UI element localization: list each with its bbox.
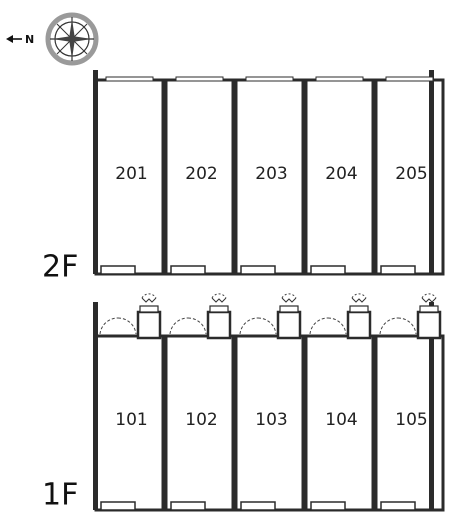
meter-arc: [351, 293, 367, 299]
balcony: [240, 501, 276, 511]
floor-label-1f: 1F: [42, 478, 78, 513]
unit-label-203: 203: [255, 164, 287, 184]
balcony: [240, 265, 276, 275]
unit-label-102: 102: [185, 410, 217, 430]
unit-label-201: 201: [115, 164, 147, 184]
balcony: [380, 501, 416, 511]
end-wall-right: [429, 70, 434, 274]
entry-box: [206, 310, 232, 340]
floor-2f-walls: [93, 70, 445, 276]
entry-box: [346, 310, 372, 340]
entry-box: [136, 310, 162, 340]
entry-step: [139, 305, 159, 313]
unit-label-103: 103: [255, 410, 287, 430]
entry-step: [279, 305, 299, 313]
window: [245, 76, 294, 82]
balcony: [170, 501, 206, 511]
meter-mark: [141, 297, 157, 303]
door-swing: [239, 317, 259, 335]
balcony: [170, 265, 206, 275]
balcony: [310, 265, 346, 275]
unit-label-205: 205: [395, 164, 427, 184]
entry-step: [419, 305, 439, 313]
floor-1f: 1F 101 102 103 104 105: [42, 293, 445, 513]
entry-box: [276, 310, 302, 340]
door-swing: [379, 317, 399, 335]
floor-label-2f: 2F: [42, 250, 78, 285]
meter-mark: [211, 297, 227, 303]
window: [105, 76, 154, 82]
window: [175, 76, 224, 82]
door-swing: [99, 317, 119, 335]
unit-label-202: 202: [185, 164, 217, 184]
door-swing: [187, 317, 207, 335]
window: [315, 76, 364, 82]
north-arrow-icon: [6, 35, 22, 43]
meter-arc: [421, 293, 437, 299]
balcony: [310, 501, 346, 511]
unit-label-204: 204: [325, 164, 357, 184]
meter-arc: [211, 293, 227, 299]
meter-arc: [141, 293, 157, 299]
end-wall-right: [429, 302, 434, 510]
floor-2f: 2F 201 202 203 204 205: [42, 70, 445, 285]
entry-step: [209, 305, 229, 313]
balcony: [100, 265, 136, 275]
entry-step: [349, 305, 369, 313]
door-swing: [397, 317, 417, 335]
window: [385, 76, 434, 82]
balcony: [380, 265, 416, 275]
unit-label-101: 101: [115, 410, 147, 430]
meter-mark: [351, 297, 367, 303]
unit-label-105: 105: [395, 410, 427, 430]
compass: N: [6, 12, 99, 66]
unit-label-104: 104: [325, 410, 357, 430]
meter-mark: [421, 297, 437, 303]
door-swing: [309, 317, 329, 335]
meter-arc: [281, 293, 297, 299]
floor-1f-walls: [93, 293, 445, 512]
compass-north-letter: N: [25, 33, 34, 46]
meter-mark: [281, 297, 297, 303]
door-swing: [169, 317, 189, 335]
balcony: [100, 501, 136, 511]
door-swing: [257, 317, 277, 335]
entry-box: [416, 310, 442, 340]
compass-rose-icon: [45, 12, 99, 66]
door-swing: [327, 317, 347, 335]
door-swing: [117, 317, 137, 335]
